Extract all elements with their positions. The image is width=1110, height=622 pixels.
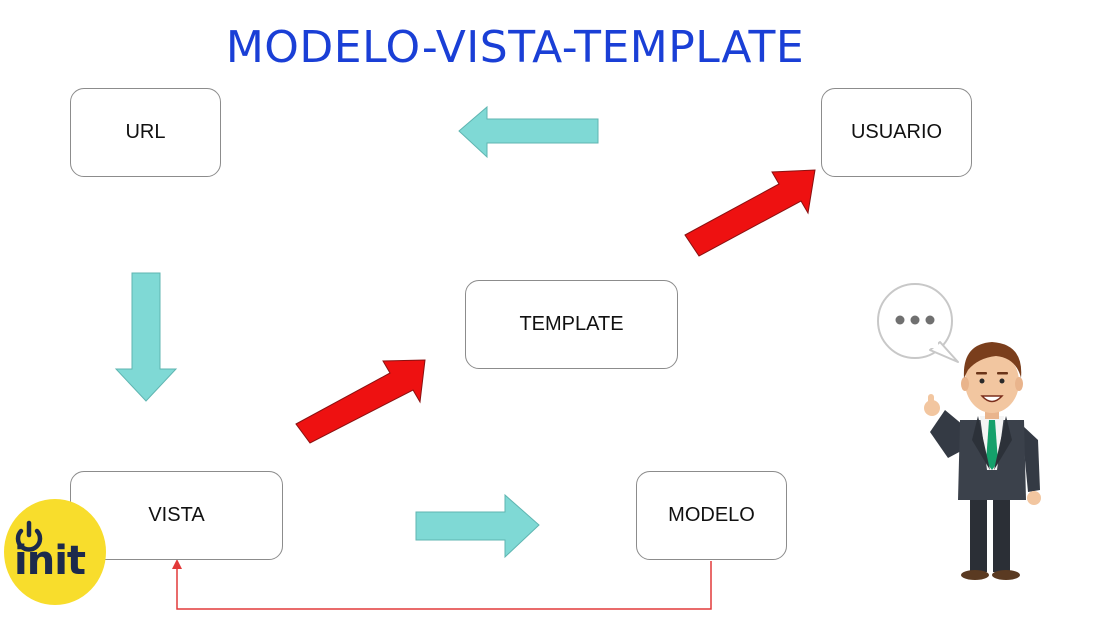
businessman-icon (924, 342, 1041, 580)
return-line-arrowhead (172, 559, 182, 569)
node-template: TEMPLATE (465, 280, 678, 369)
arrow-vista-to-modelo (415, 493, 540, 559)
arrow-url-to-vista (114, 272, 178, 402)
speech-bubble-icon (877, 283, 959, 363)
power-icon (15, 520, 43, 552)
diagram-title: MODELO-VISTA-TEMPLATE (225, 22, 805, 73)
node-modelo: MODELO (636, 471, 787, 560)
arrow-vista-to-template (295, 359, 426, 444)
arrow-usuario-to-url (458, 105, 599, 159)
logo-text: init (14, 538, 86, 584)
node-usuario: USUARIO (821, 88, 972, 177)
init-logo (4, 499, 106, 605)
node-url: URL (70, 88, 221, 177)
return-line-modelo-to-vista (176, 561, 712, 610)
arrow-template-to-usuario (684, 169, 816, 257)
